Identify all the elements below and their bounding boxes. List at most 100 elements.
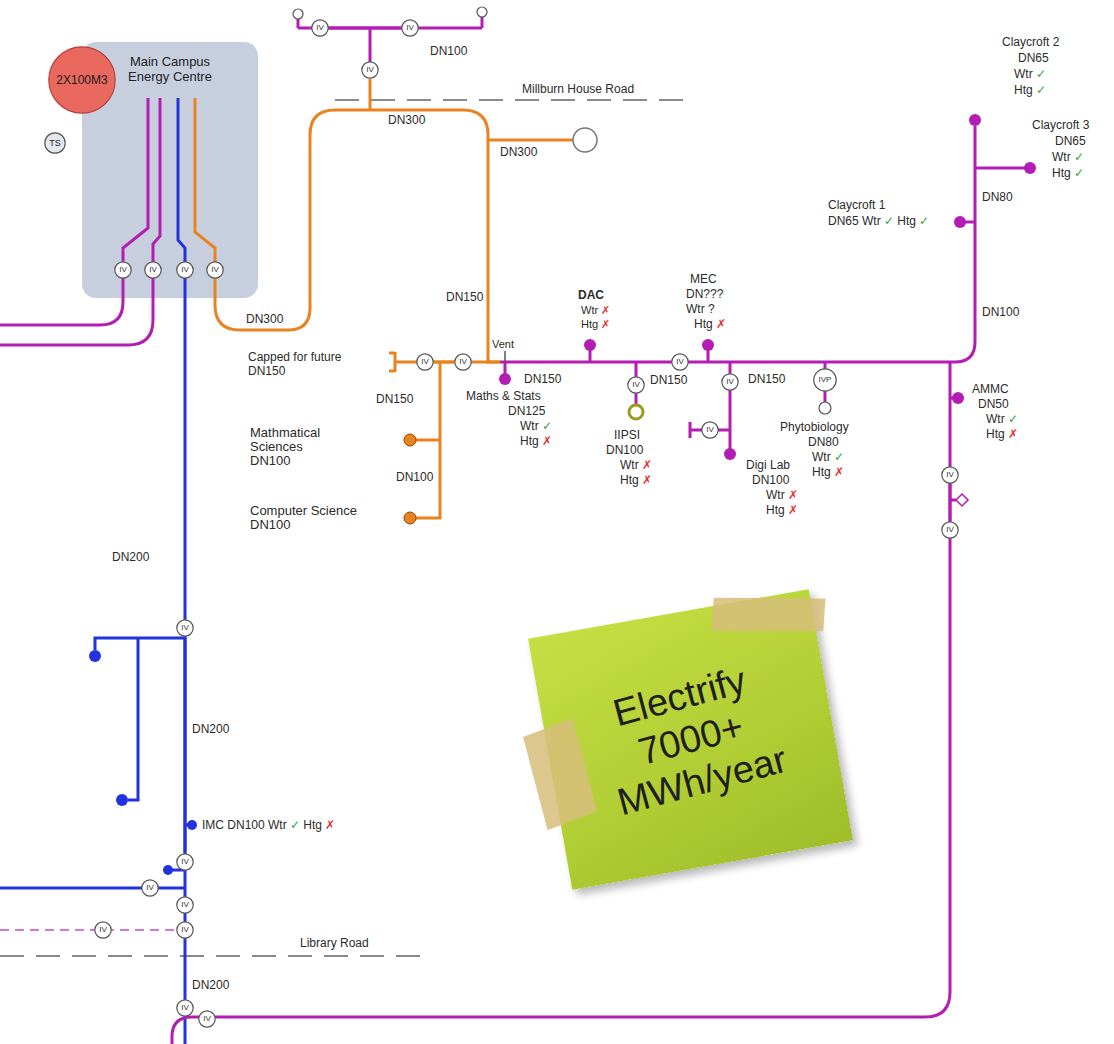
pipe-label: MEC xyxy=(690,272,717,286)
building-dot xyxy=(969,114,981,126)
pipe-label: Wtr ✓ xyxy=(520,419,552,433)
valve-label: IV xyxy=(181,266,189,274)
orange-pipe xyxy=(195,98,500,362)
isolation-valve: IV xyxy=(94,921,112,939)
node-circle xyxy=(177,262,193,278)
pipe-label: Claycroft 1 xyxy=(828,198,885,212)
pipe-label: Capped for future DN150 xyxy=(248,350,378,378)
pipe-label: IMC DN100 Wtr ✓ Htg ✗ xyxy=(202,818,335,832)
pipe-connector xyxy=(434,361,454,364)
pipe-connector xyxy=(329,27,401,30)
orange-pipe xyxy=(369,79,372,110)
valve-label: IV xyxy=(181,1004,189,1012)
status-mark: ✓ xyxy=(290,818,300,832)
status-mark: ✗ xyxy=(601,304,610,316)
building-dot xyxy=(187,820,197,830)
valve-label: IV xyxy=(406,24,414,32)
pipe-label: Htg ✓ xyxy=(1014,83,1046,97)
valve-label: IVP xyxy=(819,376,832,384)
pipe-label: DN300 xyxy=(246,312,283,326)
valve-label: IV xyxy=(203,1015,211,1023)
pipe-label: Htg ✗ xyxy=(520,434,552,448)
status-mark: ✓ xyxy=(1008,412,1018,426)
pipe-label: Htg ✗ xyxy=(986,427,1018,441)
pipe-label: Library Road xyxy=(300,936,369,950)
node-circle xyxy=(455,354,471,370)
status-mark: ✓ xyxy=(1074,166,1084,180)
pipe-label: DN150 xyxy=(650,373,687,387)
valve-label: IV xyxy=(181,901,189,909)
pipe-label: DN80 xyxy=(982,190,1013,204)
building-dot xyxy=(952,392,964,404)
pipe-label: DN100 xyxy=(606,443,643,457)
pipe-label: Wtr ✗ xyxy=(620,458,652,472)
isolation-valve: IV xyxy=(176,999,194,1017)
status-mark: ✗ xyxy=(1008,427,1018,441)
building-dot xyxy=(116,794,128,806)
node-circle xyxy=(142,880,158,896)
isolation-valve: IV xyxy=(198,1010,216,1028)
node-circle xyxy=(702,422,718,438)
node-circle xyxy=(312,20,328,36)
heating-pipe xyxy=(500,126,975,362)
chilled-pipe xyxy=(0,825,188,888)
isolation-valve: IV xyxy=(114,261,132,279)
isolation-valve: IV xyxy=(416,353,434,371)
building-dot xyxy=(499,373,511,385)
pipe-label: DN100 xyxy=(752,473,789,487)
pipe-label: DN100 xyxy=(430,44,467,58)
pipe-label: DN150 xyxy=(446,290,483,304)
status-mark: ✗ xyxy=(716,317,726,331)
node-circle xyxy=(95,922,111,938)
status-mark: ✓ xyxy=(919,214,929,228)
pipe-label: Wtr ✓ xyxy=(1014,67,1046,81)
isolation-valve: IV xyxy=(941,466,959,484)
status-mark: ✓ xyxy=(834,450,844,464)
node-circle xyxy=(177,854,193,870)
node-circle xyxy=(177,620,193,636)
isolation-valve: IV xyxy=(176,921,194,939)
pipe-label: Htg ✗ xyxy=(581,317,610,331)
isolation-valve: IV xyxy=(671,353,689,371)
chilled-pipe xyxy=(128,638,138,800)
building-dot xyxy=(404,434,416,446)
building-dot xyxy=(724,448,736,460)
isolation-valve: IV xyxy=(361,61,379,79)
pipe-label: Htg ✗ xyxy=(812,465,844,479)
building-dot xyxy=(954,216,966,228)
pipe-label: DN150 xyxy=(376,392,413,406)
isolation-valve: IV xyxy=(701,421,719,439)
node-circle xyxy=(942,467,958,483)
pipe-end xyxy=(477,7,487,17)
status-mark: ✓ xyxy=(1036,67,1046,81)
node-circle xyxy=(49,47,115,113)
valve-label: IV xyxy=(421,358,429,366)
isolation-valve: IV xyxy=(311,19,329,37)
pipe-label: DN200 xyxy=(192,722,229,736)
isolation-valve: IV xyxy=(401,19,419,37)
storage-tank: 2X100M3 xyxy=(48,46,116,114)
pipe-label: DN??? xyxy=(686,287,723,301)
pipe-label: Mathmatical Sciences DN100 xyxy=(250,426,342,468)
pipe-label: DN200 xyxy=(112,550,149,564)
isolation-valve: IV xyxy=(144,261,162,279)
status-mark: ✓ xyxy=(542,419,552,433)
node-circle xyxy=(402,20,418,36)
pipe-label: DN50 xyxy=(978,397,1009,411)
pipe-label: Claycroft 3 xyxy=(1032,118,1089,132)
pipe-label: DN80 xyxy=(808,435,839,449)
isolation-valve: IV xyxy=(627,376,645,394)
building-ring xyxy=(629,405,643,419)
valve-label: IV xyxy=(459,358,467,366)
isolation-valve: IV xyxy=(176,619,194,637)
orange-pipe xyxy=(416,362,440,518)
heating-pipe xyxy=(298,17,482,62)
pipe-label: DN300 xyxy=(500,145,537,159)
pipe-label: Digi Lab xyxy=(746,458,790,472)
valve-label: IV xyxy=(119,266,127,274)
pipe-label: DN100 xyxy=(396,470,433,484)
pipe-end xyxy=(819,402,831,414)
status-mark: ✗ xyxy=(788,488,798,502)
pipe-label: Htg ✗ xyxy=(766,503,798,517)
heating-pipe xyxy=(0,98,148,325)
